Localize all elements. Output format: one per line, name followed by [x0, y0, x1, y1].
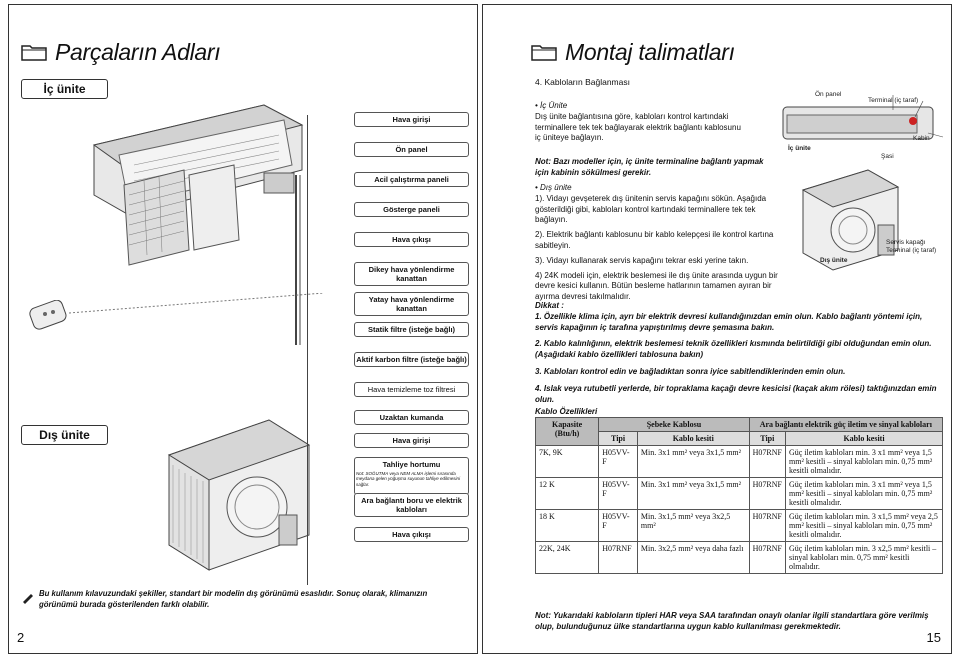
th-type: Tipi	[598, 431, 638, 446]
cell-capacity: 22K, 24K	[534, 541, 600, 574]
right-header: Montaj talimatları	[531, 35, 735, 69]
outdoor-step-4: 4) 24K modeli için, elektrik beslemesi i…	[535, 270, 778, 302]
leader-line	[307, 115, 308, 585]
ann-front-panel: Ön panel	[815, 91, 842, 98]
label-air-inlet: Hava girişi	[354, 112, 469, 127]
cell-type2: H07RNF	[748, 541, 787, 574]
outdoor-instructions: • Dış ünite 1). Vidayı gevşeterek dış ün…	[535, 183, 787, 303]
ann-terminal-outdoor: Terminal (iç taraf)	[886, 247, 937, 254]
cell-section2: Güç iletim kabloları min. 3 x1 mm² veya …	[785, 477, 943, 510]
label-carbon-filter: Aktif karbon filtre (isteğe bağlı)	[354, 352, 469, 367]
label-horizontal-louver: Yatay hava yönlendirme kanattan	[354, 292, 469, 316]
label-outdoor-air-outlet: Hava çıkışı	[354, 527, 469, 542]
outdoor-step-1: 1). Vidayı gevşeterek dış ünitenin servi…	[535, 193, 767, 225]
right-page: Montaj talimatları 4. Kabloların Bağlanm…	[482, 4, 952, 654]
cell-type2: H07RNF	[748, 509, 787, 542]
indoor-instructions: • İç Ünite Dış ünite bağlantısına göre, …	[535, 101, 745, 144]
cell-capacity: 12 K	[534, 477, 600, 510]
cable-spec-table: Kapasite (Btu/h) Şebeke Kablosu Ara bağl…	[534, 417, 944, 574]
table-row: 22K, 24K H07RNF Min. 3x2,5 mm² veya daha…	[534, 541, 943, 574]
th-section2: Kablo kesiti	[785, 431, 943, 446]
cell-section2: Güç iletim kabloları min. 3 x1 mm² veya …	[785, 445, 943, 478]
folder-icon	[21, 45, 47, 61]
remote-control-illustration	[29, 300, 67, 330]
outdoor-terminal-diagram	[801, 169, 900, 271]
indoor-text: Dış ünite bağlantısına göre, kabloları k…	[535, 111, 741, 143]
th-interconnect: Ara bağlantı elektrik güç iletim ve siny…	[748, 417, 944, 432]
bottom-note: Not: Yukarıdaki kabloların tipleri HAR v…	[535, 611, 929, 631]
cell-section2: Güç iletim kabloları min. 3 x1,5 mm² vey…	[785, 509, 943, 542]
label-static-filter: Statik filtre (isteğe bağlı)	[354, 322, 469, 337]
caution-block: Dikkat : 1. Özellikle klima için, ayrı b…	[535, 301, 940, 418]
cell-section: Min. 3x1 mm² veya 3x1,5 mm²	[636, 477, 750, 510]
label-display-panel: Gösterge paneli	[354, 202, 469, 217]
cell-section2: Güç iletim kabloları min. 3 x2,5 mm² kes…	[785, 541, 943, 574]
cell-section: Min. 3x1 mm² veya 3x1,5 mm²	[636, 445, 750, 478]
th-type2: Tipi	[748, 431, 787, 446]
cell-type: H05VV-F	[598, 477, 638, 510]
left-page: Parçaların Adları İç ünite	[8, 4, 478, 654]
footnote-left: Bu kullanım kılavuzundaki şekiller, stan…	[39, 589, 428, 609]
label-outdoor-air-inlet: Hava girişi	[354, 433, 469, 448]
outdoor-heading: • Dış ünite	[535, 183, 572, 192]
pencil-icon	[23, 594, 33, 604]
cell-type2: H07RNF	[748, 445, 787, 478]
remote-signal-line	[69, 293, 325, 314]
ann-chassis: Şasi	[881, 153, 894, 160]
cell-section: Min. 3x2,5 mm² veya daha fazlı	[636, 541, 750, 574]
indoor-unit-illustration	[92, 104, 304, 345]
label-remote-control: Uzaktan kumanda	[354, 410, 469, 425]
page-title-left: Parçaların Adları	[55, 38, 221, 65]
th-capacity: Kapasite (Btu/h)	[534, 417, 600, 446]
outdoor-step-3: 3). Vidayı kullanarak servis kapağını te…	[535, 255, 749, 265]
page-number-right: 15	[926, 630, 941, 645]
section-title: 4. Kabloların Bağlanması	[535, 77, 630, 87]
label-dust-filter: Hava temizleme toz filtresi	[354, 382, 469, 397]
indoor-note: Not: Bazı modeller için, iç ünite termin…	[535, 157, 764, 177]
ann-service-cover: Servis kapağı	[886, 239, 926, 246]
label-drain-hose-text: Tahliye hortumu	[382, 460, 441, 469]
cell-type: H05VV-F	[598, 445, 638, 478]
indoor-terminal-diagram	[782, 95, 943, 140]
caution-heading: Dikkat :	[535, 301, 564, 310]
cell-capacity: 18 K	[534, 509, 600, 542]
th-mains: Şebeke Kablosu	[598, 417, 750, 432]
cell-section: Min. 3x1,5 mm² veya 3x2,5 mm²	[636, 509, 750, 542]
label-drain-hose: Tahliye hortumu Not: SOĞUTMA veya NEM AL…	[354, 457, 469, 495]
drain-note: Not: SOĞUTMA veya NEM ALMA işlemi sırası…	[356, 471, 461, 487]
table-row: 7K, 9K H05VV-F Min. 3x1 mm² veya 3x1,5 m…	[534, 445, 943, 478]
cell-type: H05VV-F	[598, 509, 638, 542]
table-title: Kablo Özellikleri	[535, 407, 598, 417]
cell-capacity: 7K, 9K	[534, 445, 600, 478]
table-row: 12 K H05VV-F Min. 3x1 mm² veya 3x1,5 mm²…	[534, 477, 943, 510]
outdoor-step-2: 2). Elektrik bağlantı kablosunu bir kabl…	[535, 230, 774, 250]
label-vertical-louver: Dikey hava yönlendirme kanattan	[354, 262, 469, 286]
label-front-panel: Ön panel	[354, 142, 469, 157]
page-number-left: 2	[17, 630, 25, 645]
left-header: Parçaların Adları	[21, 35, 221, 69]
caution-1: 1. Özellikle klima için, ayrı bir elektr…	[535, 311, 923, 332]
outdoor-unit-illustration	[167, 419, 311, 571]
table-row: 18 K H05VV-F Min. 3x1,5 mm² veya 3x2,5 m…	[534, 509, 943, 542]
outdoor-unit-badge: Dış ünite	[21, 425, 108, 445]
caution-4: 4. Islak veya rutubetli yerlerde, bir to…	[535, 383, 937, 404]
ann-indoor-unit: İç ünite	[788, 145, 811, 152]
ann-cabinet: Kabin	[913, 135, 930, 142]
label-emergency-panel: Acil çalıştırma paneli	[354, 172, 469, 187]
label-air-outlet: Hava çıkışı	[354, 232, 469, 247]
label-piping-cables: Ara bağlantı boru ve elektrik kabloları	[354, 493, 469, 517]
cell-type2: H07RNF	[748, 477, 787, 510]
ann-terminal-inner: Terminal (iç taraf)	[868, 97, 919, 104]
cell-type: H07RNF	[598, 541, 638, 574]
ann-outdoor-unit: Dış ünite	[820, 257, 848, 264]
th-section: Kablo kesiti	[636, 431, 750, 446]
indoor-unit-badge: İç ünite	[21, 79, 108, 99]
folder-icon	[531, 45, 557, 61]
caution-3: 3. Kabloları kontrol edin ve bağladıktan…	[535, 366, 846, 376]
caution-2: 2. Kablo kalınlığının, elektrik beslemes…	[535, 339, 932, 360]
indoor-heading: • İç Ünite	[535, 101, 568, 110]
page-title-right: Montaj talimatları	[565, 38, 735, 65]
